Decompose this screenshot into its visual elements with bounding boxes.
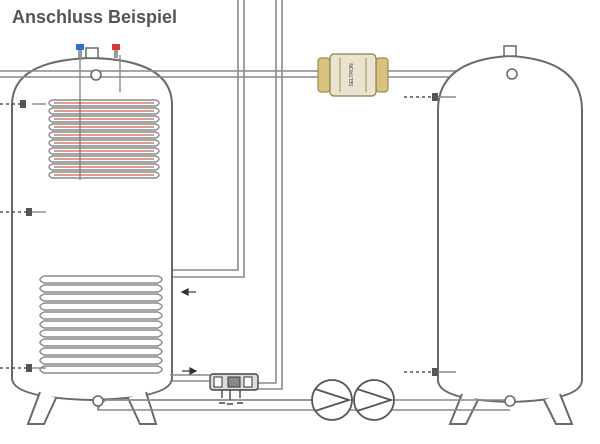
diagram-title: Anschluss Beispiel xyxy=(12,4,182,30)
cold-water-connector xyxy=(76,44,84,50)
riser-pipes xyxy=(170,0,283,390)
right-tank-shell xyxy=(437,54,583,404)
right-tank-top-port xyxy=(506,68,518,80)
left-storage-tank xyxy=(0,47,173,425)
arrow-left-icon xyxy=(180,288,198,375)
right-port-1 xyxy=(432,93,438,101)
right-tank-leg-right xyxy=(543,393,574,425)
left-tank-leg-left xyxy=(26,391,57,425)
right-port-2 xyxy=(432,368,438,376)
right-tank-bottom-port xyxy=(504,395,516,407)
upper-coil-hot-lines xyxy=(54,102,154,176)
bellows-valve-icon: SELTRON xyxy=(317,53,389,97)
left-port-1 xyxy=(20,100,26,108)
left-tank-top-port xyxy=(90,69,102,81)
lower-heat-exchanger-coil xyxy=(39,275,163,374)
hot-water-connector xyxy=(112,44,120,50)
left-tank-bottom-port xyxy=(92,395,104,407)
upper-heat-exchanger-coil xyxy=(48,55,160,180)
pump-1 xyxy=(311,379,353,421)
pump-triangle-icon xyxy=(311,379,395,421)
mixing-valve-icon xyxy=(170,373,259,405)
left-tank-leg-right xyxy=(127,391,158,425)
left-tank-top-nipple xyxy=(85,47,99,59)
pump-2 xyxy=(353,379,395,421)
left-port-3 xyxy=(26,364,32,372)
bottom-connection-pipe xyxy=(97,399,510,411)
compensator-label: SELTRON xyxy=(349,63,355,87)
left-port-2 xyxy=(26,208,32,216)
right-tank-top-nipple xyxy=(503,45,517,57)
right-storage-tank xyxy=(404,45,583,425)
right-tank-leg-left xyxy=(448,393,479,425)
